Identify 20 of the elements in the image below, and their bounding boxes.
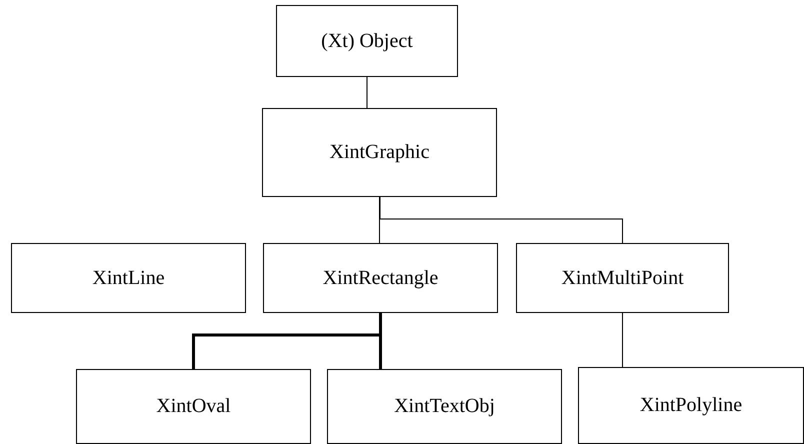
class-box — [276, 5, 458, 77]
connector-line — [380, 196, 623, 244]
class-name: XintOval — [156, 395, 231, 418]
class-name: XintGraphic — [330, 141, 430, 164]
class-box — [516, 243, 729, 313]
class-box — [262, 108, 497, 197]
class-name: (Xt) Object — [321, 30, 413, 52]
connector-line — [366, 76, 368, 108]
class-box — [76, 369, 311, 444]
connector-line — [379, 196, 380, 244]
class-box — [578, 367, 804, 444]
class-box — [327, 369, 562, 444]
connector-line — [622, 312, 623, 368]
class-name: XintRectangle — [322, 266, 438, 290]
class-name: XintTextObj — [394, 395, 495, 418]
class-box — [263, 243, 498, 313]
class-box — [11, 243, 246, 313]
class-name: XintMultiPoint — [561, 266, 684, 290]
class-name: XintLine — [92, 266, 165, 290]
class-name: XintPolyline — [640, 394, 742, 417]
